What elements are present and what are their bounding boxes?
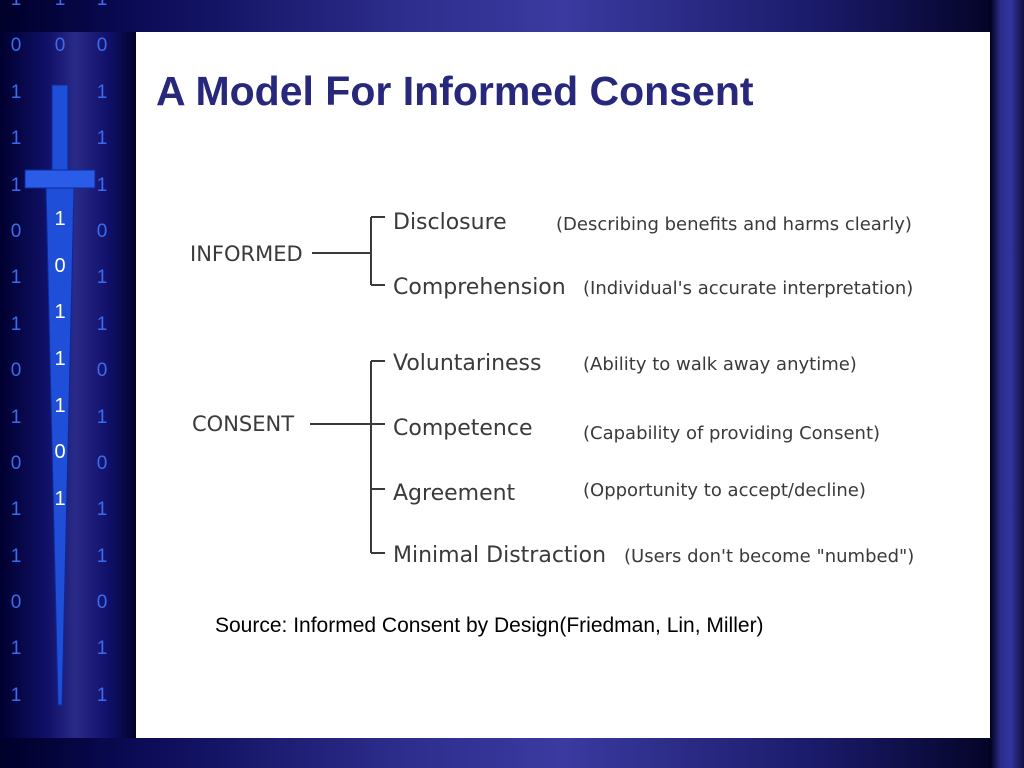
binary-digit: 1 [10,684,22,706]
desc-agreement: (Opportunity to accept/decline) [583,480,866,501]
consent-model-diagram: INFORMED CONSENT Disclosure (Describing … [190,210,914,568]
binary-digit: 0 [96,592,108,614]
binary-digit: 1 [48,0,72,23]
binary-digit: 1 [10,406,22,428]
item-competence: Competence [393,416,533,441]
binary-digit: 0 [10,35,22,57]
binary-digit: 1 [10,545,22,567]
desc-voluntariness: (Ability to walk away anytime) [583,354,857,375]
sword-binary-digits: 1 0 1 1 1 0 1 [48,196,72,523]
binary-digit: 1 [96,174,108,196]
group-label-informed: INFORMED [190,242,303,266]
sword-digit: 1 [54,208,66,230]
desc-disclosure: (Describing benefits and harms clearly) [556,214,912,235]
binary-digit: 1 [96,267,108,289]
binary-digit: 0 [96,452,108,474]
binary-digit: 1 [96,313,108,335]
connector-lines [310,216,385,554]
binary-digit: 1 [4,0,28,23]
bottom-band [0,738,1024,768]
binary-digit: 1 [10,313,22,335]
right-band [990,0,1024,768]
binary-column-right: 1 0 1 1 1 0 1 1 0 1 0 1 1 0 1 1 [90,0,114,719]
binary-digit: 1 [96,499,108,521]
sword-digit: 1 [54,301,66,324]
item-comprehension: Comprehension [393,275,566,300]
desc-comprehension: (Individual's accurate interpretation) [583,278,913,299]
top-band [0,0,1024,32]
source-citation: Source: Informed Consent by Design(Fried… [215,614,764,637]
binary-digit: 1 [10,81,22,103]
binary-digit: 0 [54,35,66,57]
desc-competence: (Capability of providing Consent) [583,423,880,444]
binary-digit: 0 [10,452,22,474]
item-disclosure: Disclosure [393,210,507,235]
binary-digit: 0 [96,35,108,57]
binary-digit: 0 [10,360,22,382]
binary-digit: 1 [96,684,108,706]
sword-digit: 1 [54,394,66,417]
binary-digit: 0 [10,220,22,242]
binary-digit: 1 [10,499,22,521]
sword-digit: 0 [54,441,66,464]
binary-digit: 0 [96,220,108,242]
binary-digit: 1 [96,128,108,150]
desc-minimal-distraction: (Users don't become "numbed") [624,546,914,567]
binary-digit: 0 [96,360,108,382]
binary-column-middle: 101 [48,0,72,116]
binary-digit: 1 [96,406,108,428]
binary-digit: 1 [90,0,114,23]
sword-icon [24,84,96,706]
item-agreement: Agreement [393,481,516,506]
sword-digit: 1 [54,488,66,511]
item-minimal-distraction: Minimal Distraction [393,543,606,568]
item-voluntariness: Voluntariness [393,351,541,376]
binary-digit: 1 [10,267,22,289]
sword-digit: 1 [54,348,66,371]
binary-digit: 1 [96,81,108,103]
binary-digit: 1 [10,638,22,660]
binary-digit: 1 [10,128,22,150]
binary-column-left: 1 0 1 1 1 0 1 1 0 1 0 1 1 0 1 1 [4,0,28,719]
group-label-consent: CONSENT [192,412,294,436]
binary-digit: 1 [96,545,108,567]
slide-title: A Model For Informed Consent [156,68,754,114]
binary-digit: 1 [96,638,108,660]
binary-digit: 0 [10,592,22,614]
content-area: A Model For Informed Consent INFORMED CO… [136,32,990,738]
binary-digit: 1 [10,174,22,196]
sword-digit: 0 [54,254,66,277]
